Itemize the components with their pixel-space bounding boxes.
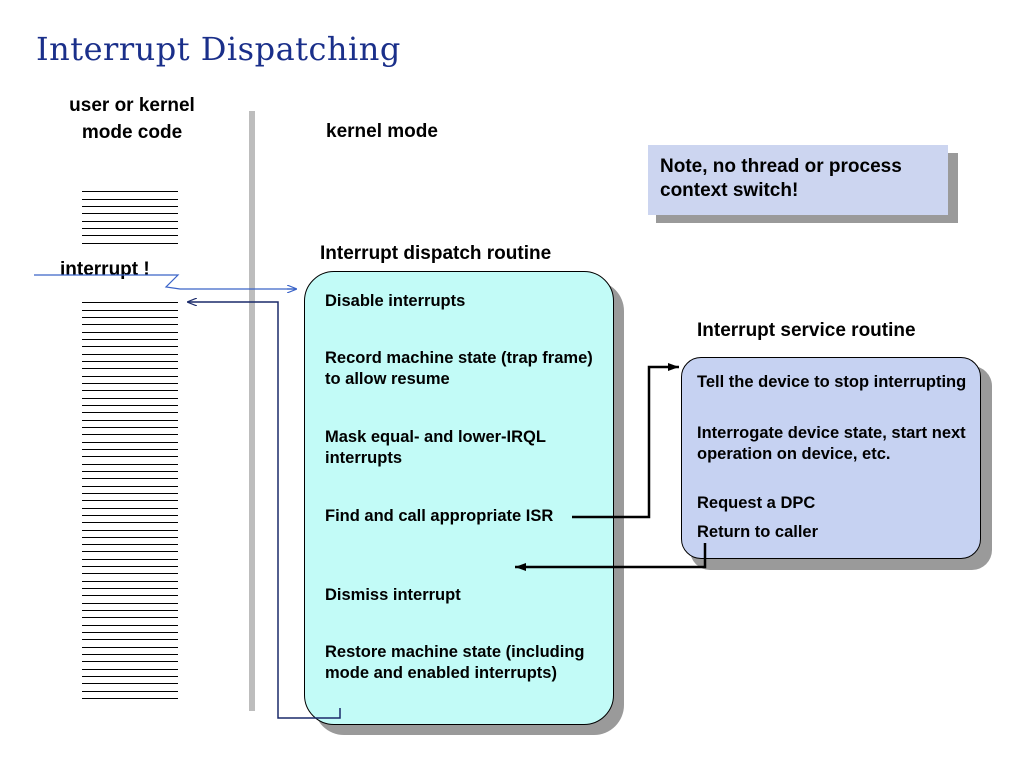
dispatch-step-call-isr: Find and call appropriate ISR [325, 507, 554, 525]
note-box: Note, no thread or process context switc… [648, 145, 948, 215]
isr-step-request-dpc: Request a DPC [697, 494, 816, 512]
dispatch-routine-box: Disable interrupts Record machine state … [304, 271, 614, 725]
page-title: Interrupt Dispatching [36, 30, 401, 68]
dispatch-step-dismiss-interrupt: Dismiss interrupt [325, 586, 461, 604]
dispatch-routine-title: Interrupt dispatch routine [320, 243, 552, 264]
isr-step-return: Return to caller [697, 523, 819, 541]
interrupt-label: interrupt ! [60, 259, 150, 280]
user-mode-label: user or kernel mode code [69, 95, 195, 143]
isr-step-interrogate-device: Interrogate device state, start next ope… [697, 424, 966, 463]
dispatch-step-mask-irql: Mask equal- and lower-IRQL interrupts [325, 428, 546, 467]
mode-divider [249, 111, 255, 711]
dispatch-step-record-state: Record machine state (trap frame) to all… [325, 349, 593, 388]
code-lines-before-interrupt [82, 185, 178, 244]
service-routine-box: Tell the device to stop interrupting Int… [681, 357, 981, 559]
dispatch-step-restore-state: Restore machine state (including mode an… [325, 643, 585, 682]
code-lines-after-interrupt [82, 296, 178, 700]
dispatch-step-disable-interrupts: Disable interrupts [325, 292, 466, 310]
kernel-mode-label: kernel mode [326, 121, 438, 142]
isr-step-stop-interrupting: Tell the device to stop interrupting [697, 373, 967, 391]
service-routine-title: Interrupt service routine [697, 320, 916, 341]
